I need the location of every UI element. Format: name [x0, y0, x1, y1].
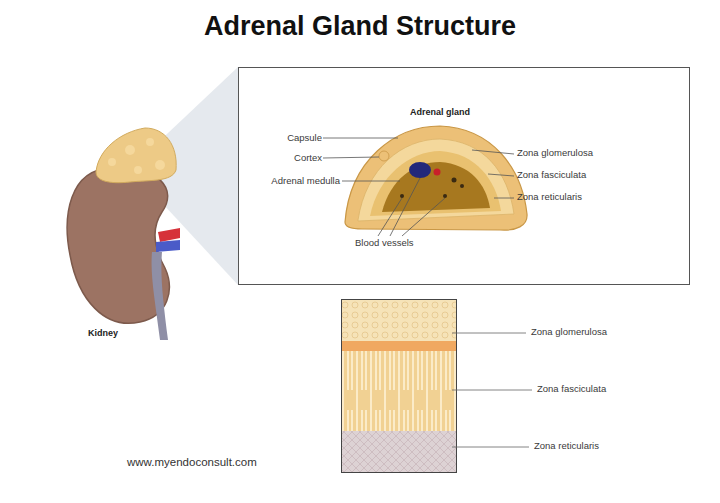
- gland-texture: [155, 160, 165, 170]
- capsule: [345, 126, 527, 230]
- gland-texture: [108, 158, 116, 166]
- renal-artery: [158, 228, 180, 242]
- inset-frame: [239, 68, 690, 285]
- zone-label: Zona glomerulosa: [531, 327, 607, 337]
- leader-line: [323, 157, 379, 158]
- leader-line: [488, 174, 514, 176]
- leader-line: [452, 447, 529, 448]
- leader-line: [390, 178, 420, 236]
- diagram-title: Adrenal Gland Structure: [204, 12, 516, 42]
- kidney: [67, 168, 169, 324]
- histology-frame: [342, 300, 457, 473]
- leader-lines: [323, 138, 514, 236]
- adrenal-gland: [96, 128, 176, 183]
- blood-vessel: [434, 169, 441, 176]
- zone-label: Zona reticularis: [534, 441, 599, 451]
- cortex-marker: [379, 151, 389, 161]
- leader-line: [402, 198, 445, 236]
- leader-line: [323, 138, 398, 139]
- part-label: Cortex: [294, 153, 322, 163]
- leader-lines: [452, 333, 532, 447]
- zona-reticularis-layer: [341, 431, 457, 473]
- zona-fasciculata-layer: [341, 351, 457, 431]
- renal-vein: [156, 240, 180, 252]
- blood-vessel: [443, 194, 447, 198]
- blood-vessel: [400, 194, 404, 198]
- blood-vessel: [409, 162, 431, 178]
- watermark: www.myendoconsult.com: [127, 456, 257, 469]
- blood-vessel: [452, 178, 457, 183]
- inset-heading: Adrenal gland: [410, 108, 470, 118]
- cortex: [358, 139, 514, 221]
- blood-vessel: [460, 184, 464, 188]
- organ-label: Kidney: [88, 329, 118, 339]
- zone-label: Zona glomerulosa: [517, 148, 593, 158]
- zone-label: Zona reticularis: [517, 192, 582, 202]
- leader-line: [472, 150, 514, 154]
- zona-glomerulosa-layer: [341, 299, 457, 341]
- leader-line: [452, 333, 526, 334]
- gland-texture: [125, 145, 135, 155]
- ureter: [152, 252, 168, 340]
- gland-texture: [146, 138, 154, 146]
- zone-label: Zona fasciculata: [537, 384, 606, 394]
- gland-texture: [134, 166, 142, 174]
- leader-line: [494, 198, 514, 199]
- part-label: Capsule: [287, 133, 322, 143]
- leader-line: [452, 390, 532, 391]
- part-label: Adrenal medulla: [271, 176, 340, 186]
- boundary-layer: [341, 341, 457, 351]
- zone-label: Zona fasciculata: [517, 170, 586, 180]
- leader-line: [378, 198, 402, 236]
- leader-line: [342, 181, 400, 182]
- part-label: Blood vessels: [355, 238, 414, 248]
